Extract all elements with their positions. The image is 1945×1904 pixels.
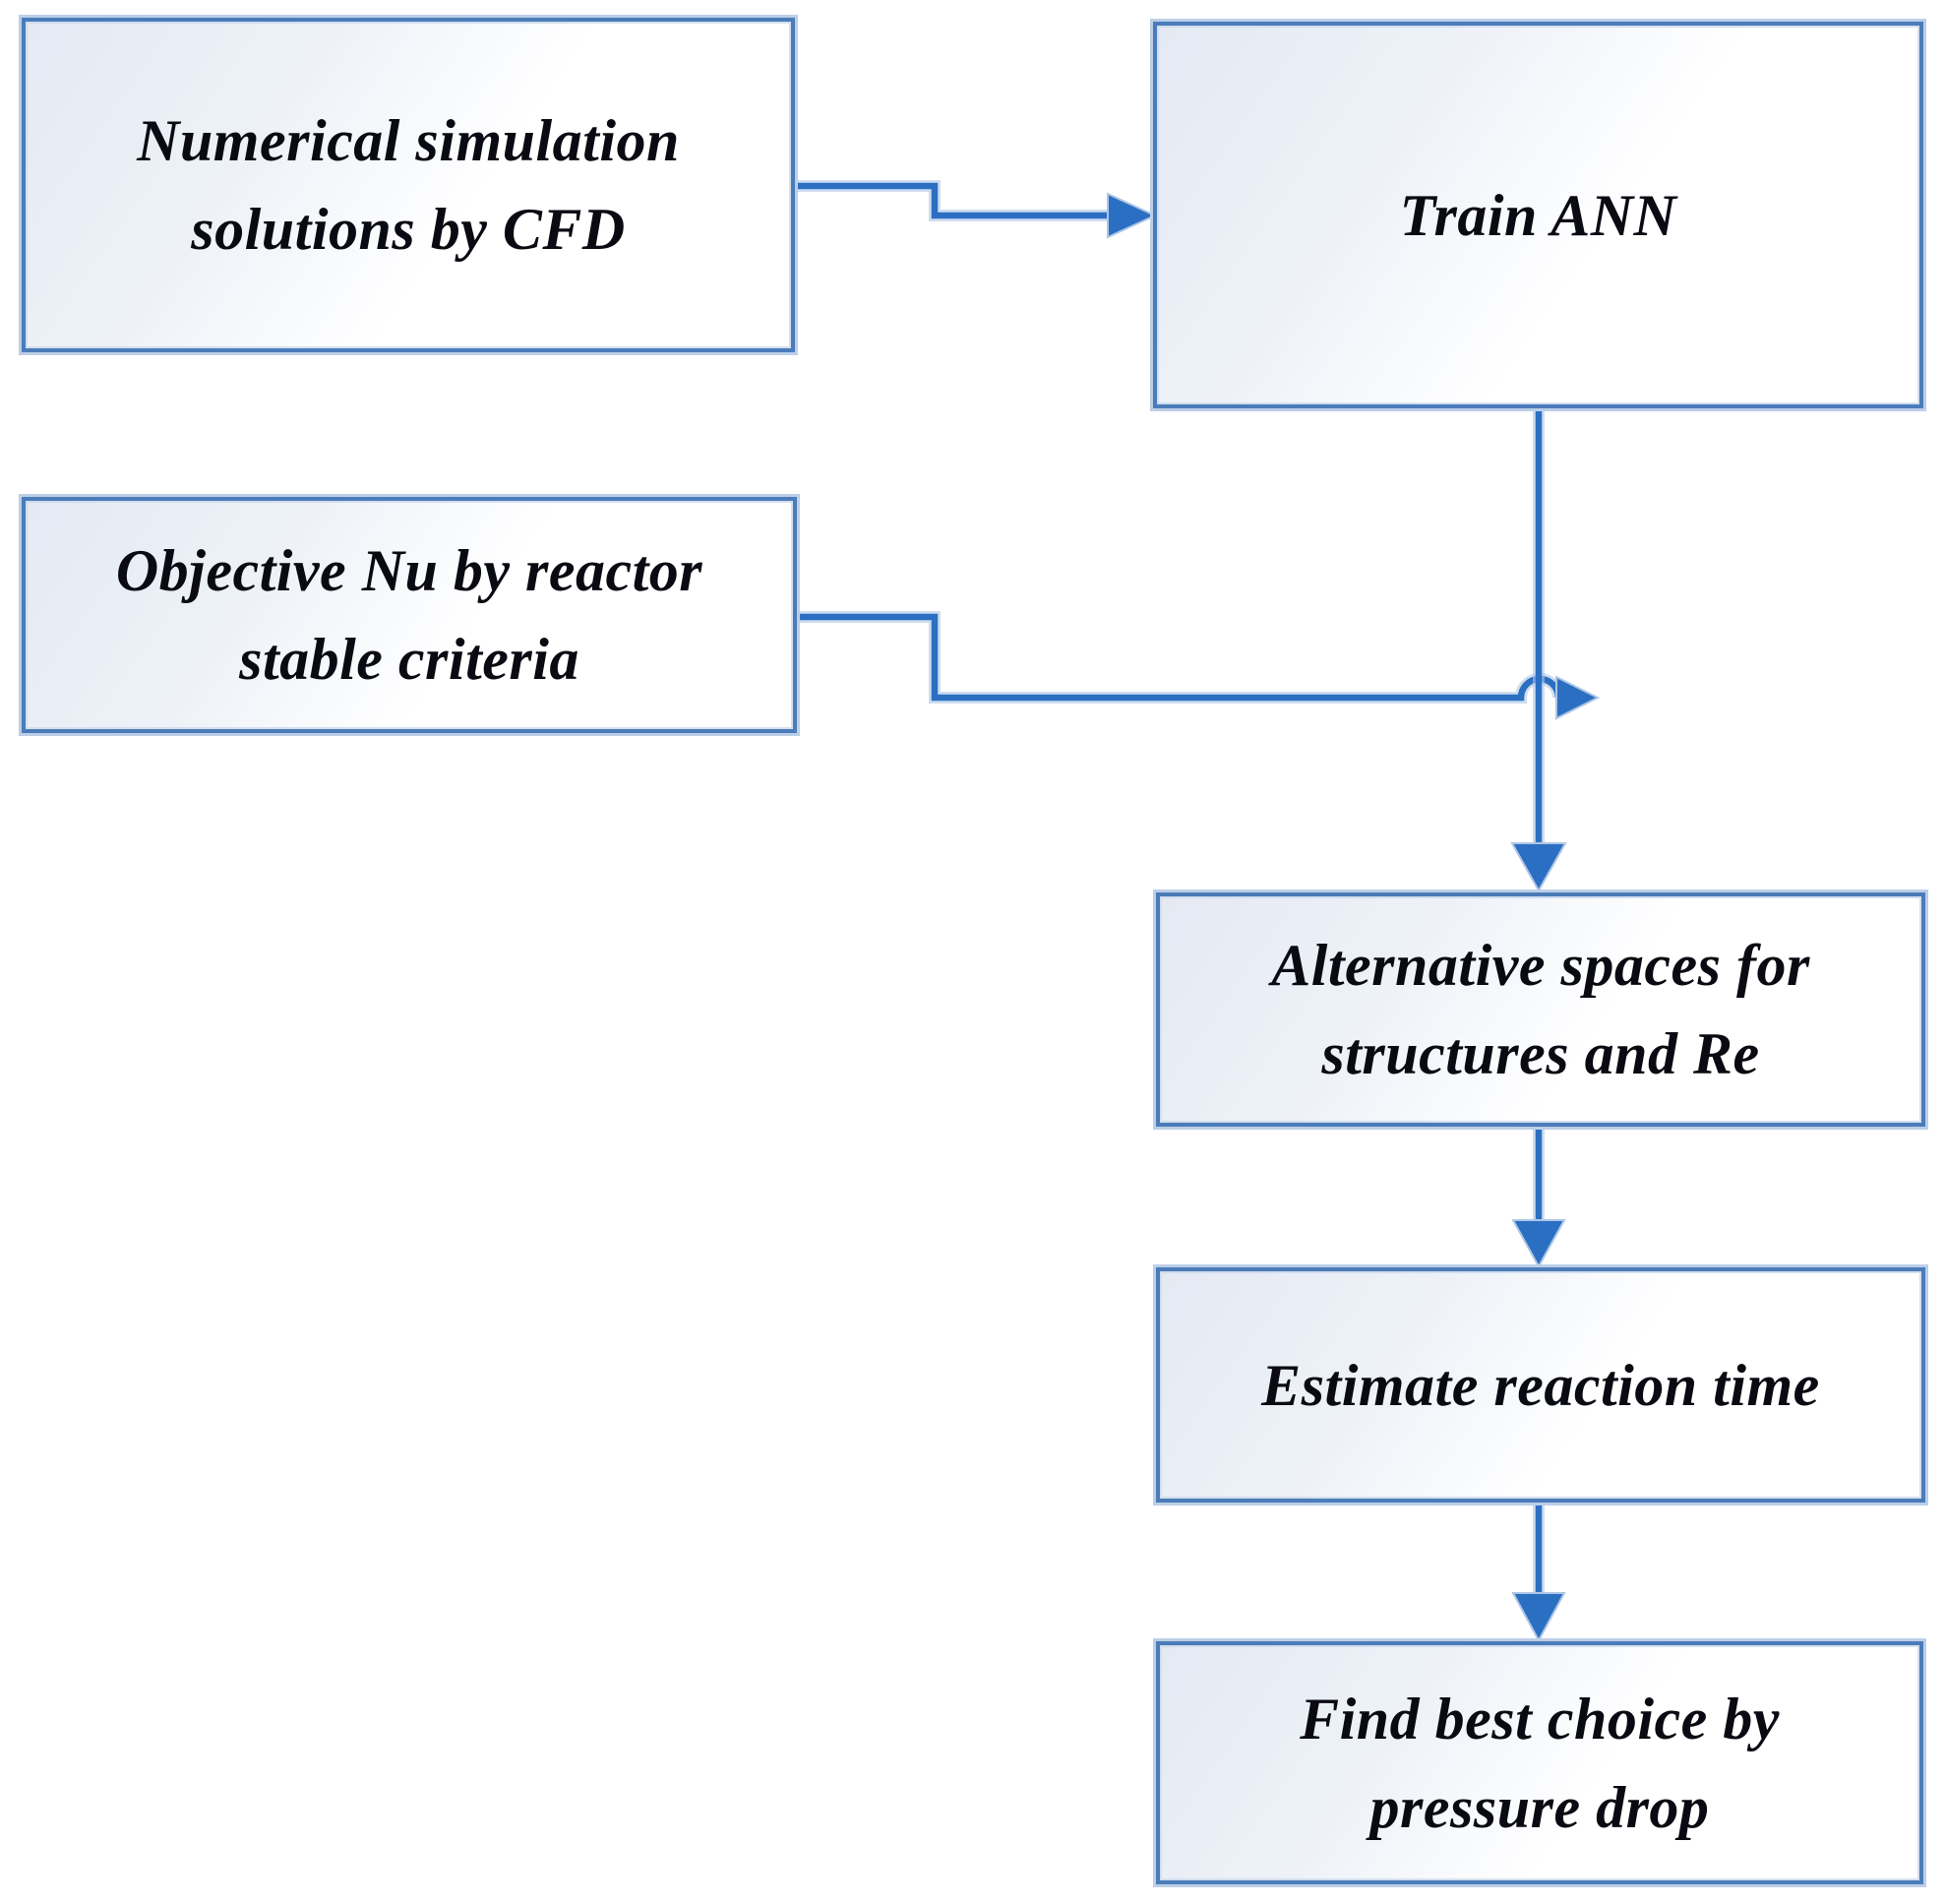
edge-objective-nu-arrowhead-icon: [1555, 675, 1601, 720]
edge-alt-spaces-to-estimate-time: [1511, 1127, 1566, 1269]
edge-cfd-to-train-ann: [795, 180, 1158, 239]
node-objective-nu: Objective Nu by reactor stable criteria: [22, 497, 797, 733]
node-estimate-time-label: Estimate reaction time: [1261, 1341, 1820, 1430]
node-train-ann-label: Train ANN: [1400, 171, 1677, 260]
edge-objective-nu-join: [797, 611, 1601, 720]
node-alt-spaces-label: Alternative spaces for structures and Re: [1271, 921, 1810, 1098]
edge-alt-spaces-arrowhead-icon: [1511, 1219, 1566, 1269]
edge-train-ann-arrowhead-icon: [1510, 842, 1567, 893]
node-estimate-time: Estimate reaction time: [1156, 1267, 1925, 1503]
node-cfd-label: Numerical simulation solutions by CFD: [137, 96, 680, 274]
node-alt-spaces-line2: structures and Re: [1321, 1021, 1760, 1086]
node-estimate-time-line1: Estimate reaction time: [1261, 1352, 1820, 1418]
edge-estimate-time-to-best-choice: [1511, 1503, 1566, 1643]
node-objective-nu-label: Objective Nu by reactor stable criteria: [116, 526, 702, 704]
node-best-choice: Find best choice by pressure drop: [1156, 1641, 1923, 1884]
node-cfd-line2: solutions by CFD: [191, 197, 626, 262]
node-best-choice-line2: pressure drop: [1369, 1774, 1710, 1840]
node-train-ann-line1: Train ANN: [1399, 182, 1677, 248]
node-train-ann: Train ANN: [1153, 22, 1923, 408]
node-cfd: Numerical simulation solutions by CFD: [22, 18, 795, 352]
node-objective-nu-line1: Objective Nu by reactor: [115, 538, 703, 603]
node-alt-spaces: Alternative spaces for structures and Re: [1156, 892, 1925, 1127]
edge-estimate-time-arrowhead-icon: [1511, 1592, 1566, 1643]
node-best-choice-line1: Find best choice by: [1300, 1686, 1780, 1751]
node-cfd-line1: Numerical simulation: [137, 108, 680, 173]
edge-train-ann-to-alt-spaces: [1510, 408, 1567, 893]
node-alt-spaces-line1: Alternative spaces for: [1271, 933, 1810, 998]
node-best-choice-label: Find best choice by pressure drop: [1300, 1675, 1780, 1852]
edge-cfd-arrowhead-icon: [1107, 192, 1158, 239]
node-objective-nu-line2: stable criteria: [239, 627, 579, 692]
